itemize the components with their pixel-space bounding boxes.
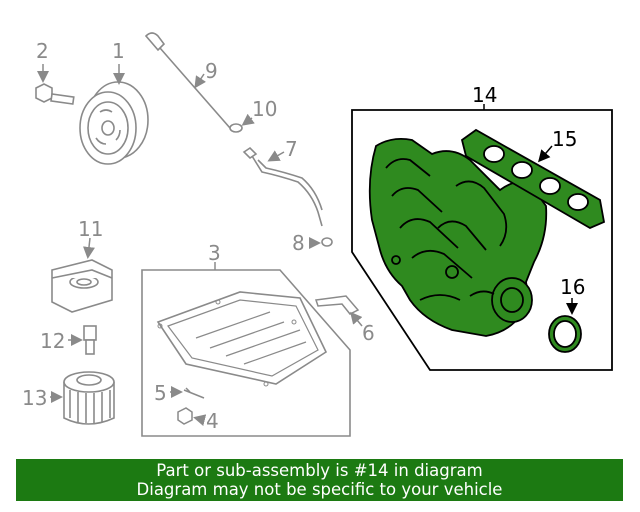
callout-13: 13 xyxy=(22,386,47,410)
callout-8: 8 xyxy=(292,231,305,255)
part-7-tube xyxy=(242,146,323,227)
part-6-baffle xyxy=(315,295,360,315)
callout-12: 12 xyxy=(40,329,65,353)
callout-16: 16 xyxy=(560,275,585,299)
callout-10: 10 xyxy=(252,97,277,121)
callout-2: 2 xyxy=(36,39,49,63)
part-2-bolt xyxy=(35,83,75,105)
banner-line-2: Diagram may not be specific to your vehi… xyxy=(136,480,503,499)
info-banner: Part or sub-assembly is #14 in diagram D… xyxy=(16,459,623,501)
banner-line-1: Part or sub-assembly is #14 in diagram xyxy=(156,461,483,480)
callout-11: 11 xyxy=(78,217,103,241)
part-14-group-box xyxy=(351,109,613,371)
part-10-oring xyxy=(229,123,243,133)
callout-1: 1 xyxy=(112,39,125,63)
callout-4: 4 xyxy=(206,409,219,433)
callout-6: 6 xyxy=(362,321,375,345)
callout-3: 3 xyxy=(208,241,221,265)
part-8-seal xyxy=(321,237,333,247)
callout-5: 5 xyxy=(154,381,167,405)
callout-7: 7 xyxy=(285,137,298,161)
callout-15: 15 xyxy=(552,127,577,151)
part-4-drain-plug xyxy=(177,407,193,425)
part-16-seal-ring xyxy=(548,315,582,353)
part-3-oil-pan-group xyxy=(141,269,351,437)
part-13-oil-filter xyxy=(63,371,115,425)
parts-diagram: 2 1 9 10 7 8 11 12 xyxy=(22,32,613,437)
part-15-gasket xyxy=(460,128,606,230)
part-14-intake-manifold xyxy=(368,137,548,337)
part-11-oil-cooler xyxy=(51,259,113,313)
part-12-fitting xyxy=(83,325,97,355)
part-5-bolt xyxy=(183,387,205,399)
callout-9: 9 xyxy=(205,59,218,83)
part-1-pulley xyxy=(79,81,149,165)
callout-14: 14 xyxy=(472,83,497,107)
